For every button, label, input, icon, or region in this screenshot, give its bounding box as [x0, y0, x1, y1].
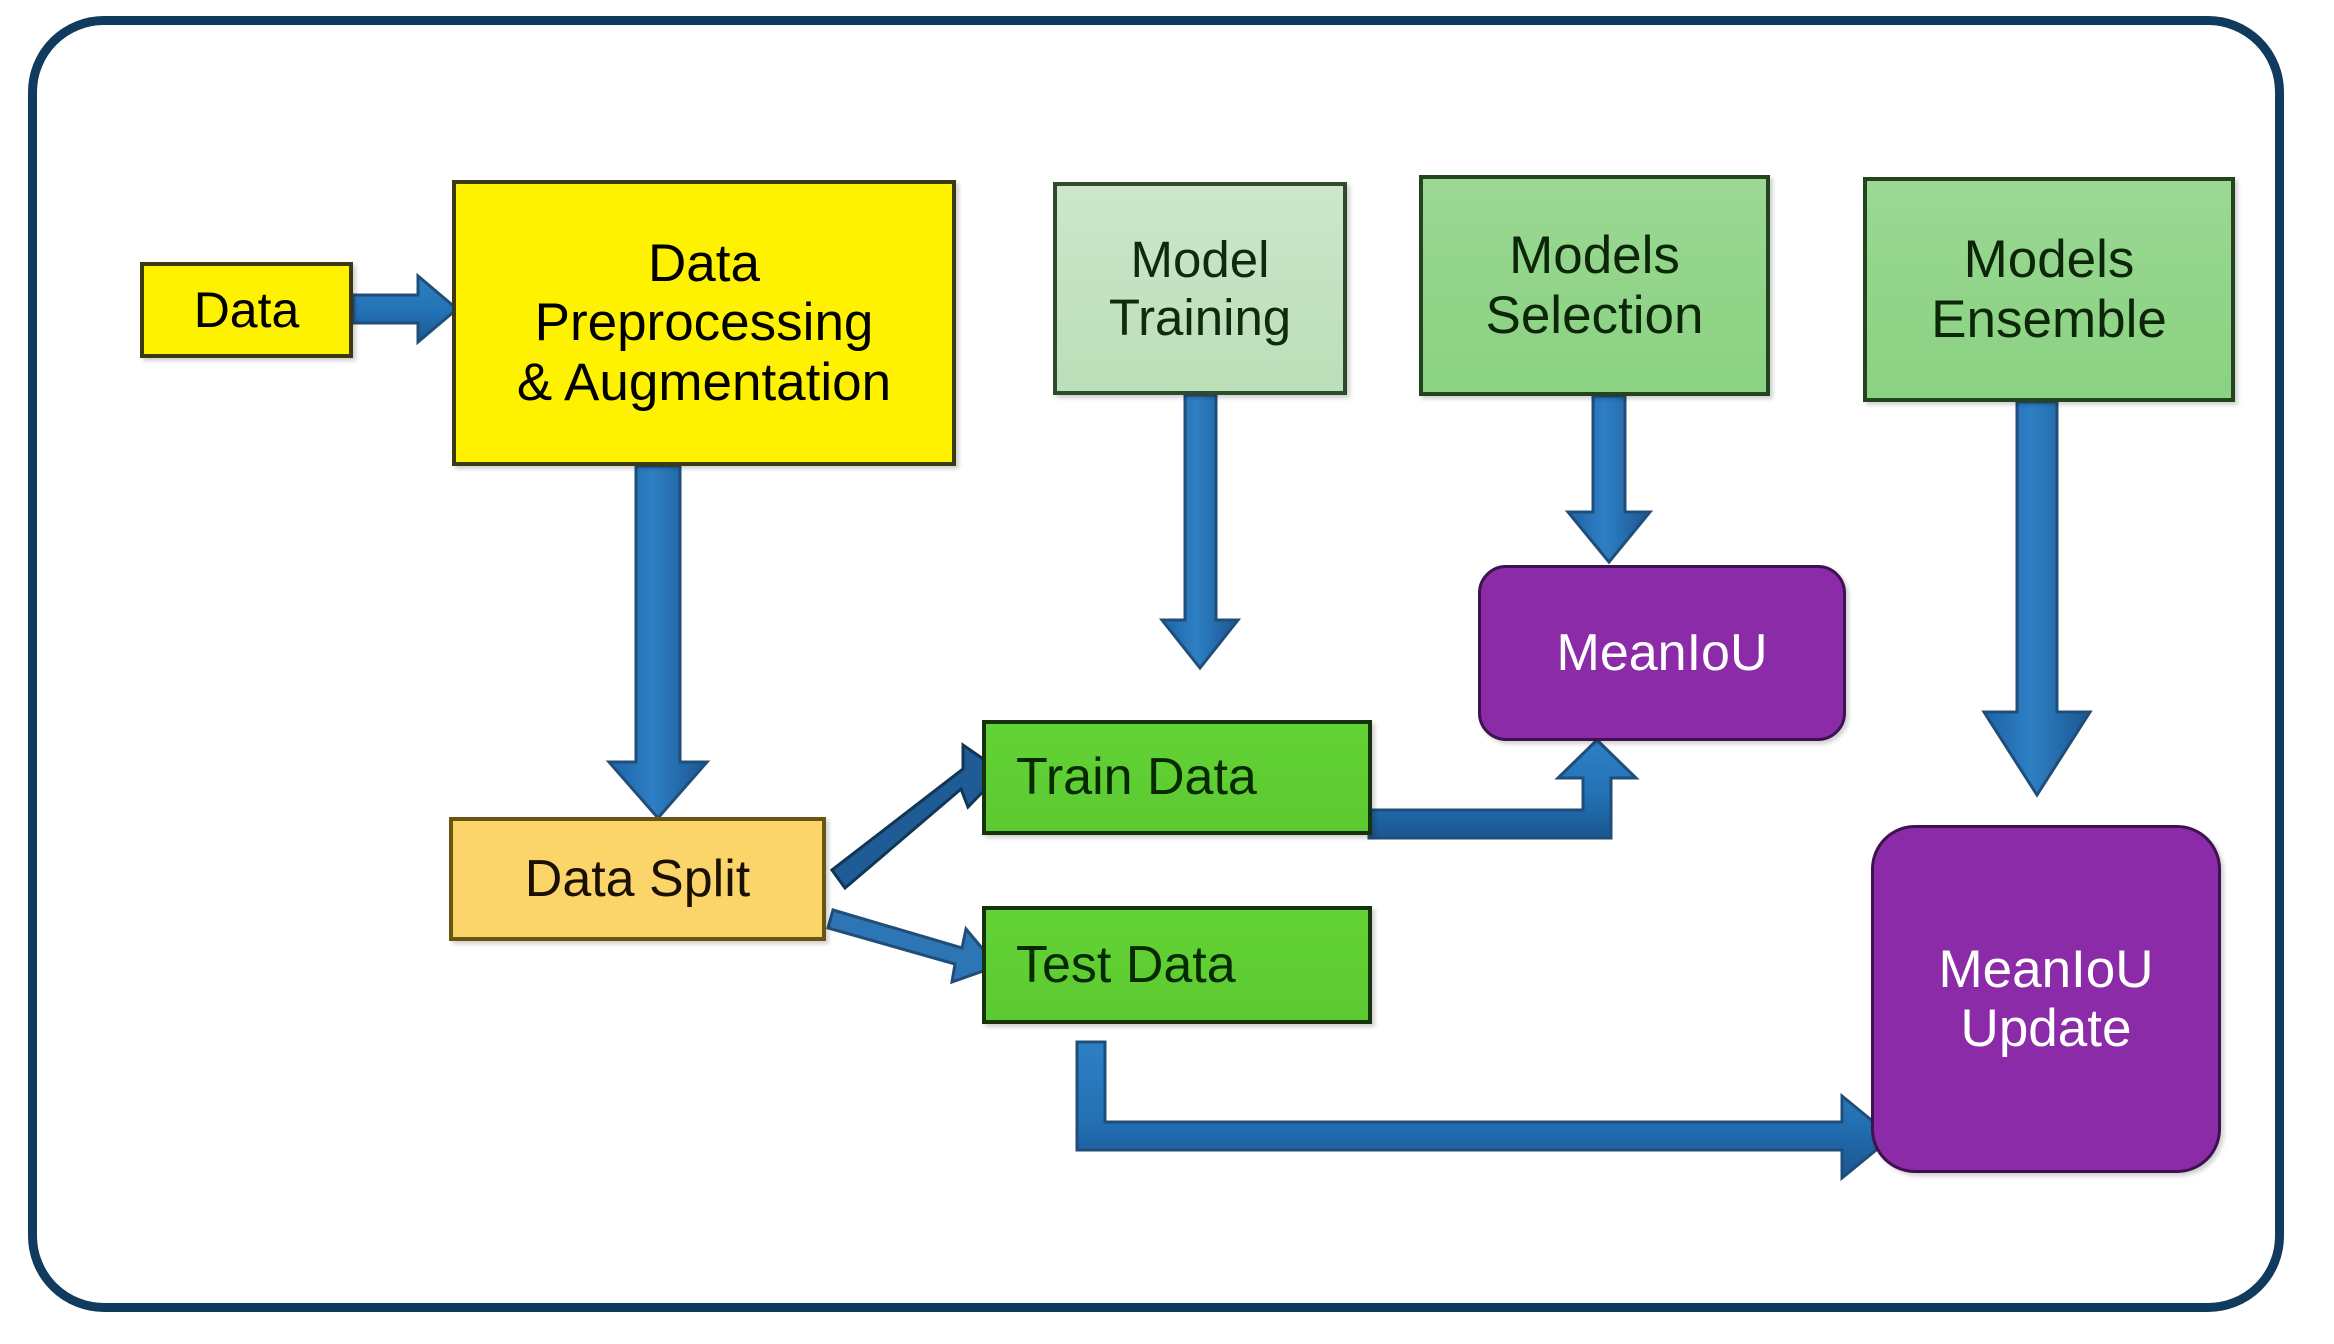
node-data-label: Data: [193, 282, 300, 338]
node-meaniou-label: MeanIoU: [1556, 623, 1768, 682]
node-data[interactable]: Data: [140, 262, 353, 358]
node-data-preprocessing[interactable]: Data Preprocessing & Augmentation: [452, 180, 956, 466]
node-models-ensemble-label: Models Ensemble: [1931, 230, 2167, 349]
node-data-split-label: Data Split: [524, 849, 751, 908]
node-train-data[interactable]: Train Data: [982, 720, 1372, 835]
node-meaniou-update-label: MeanIoU Update: [1938, 939, 2154, 1058]
node-meaniou-update[interactable]: MeanIoU Update: [1871, 825, 2221, 1173]
node-test-data-label: Test Data: [1016, 935, 1236, 994]
node-models-selection[interactable]: Models Selection: [1419, 175, 1770, 396]
node-train-data-label: Train Data: [1016, 748, 1257, 807]
node-models-selection-label: Models Selection: [1485, 226, 1704, 345]
node-data-preprocessing-label: Data Preprocessing & Augmentation: [516, 233, 892, 412]
node-test-data[interactable]: Test Data: [982, 906, 1372, 1024]
node-model-training[interactable]: Model Training: [1053, 182, 1347, 395]
node-models-ensemble[interactable]: Models Ensemble: [1863, 177, 2235, 402]
node-model-training-label: Model Training: [1108, 231, 1292, 346]
node-meaniou[interactable]: MeanIoU: [1478, 565, 1846, 741]
node-data-split[interactable]: Data Split: [449, 817, 826, 941]
